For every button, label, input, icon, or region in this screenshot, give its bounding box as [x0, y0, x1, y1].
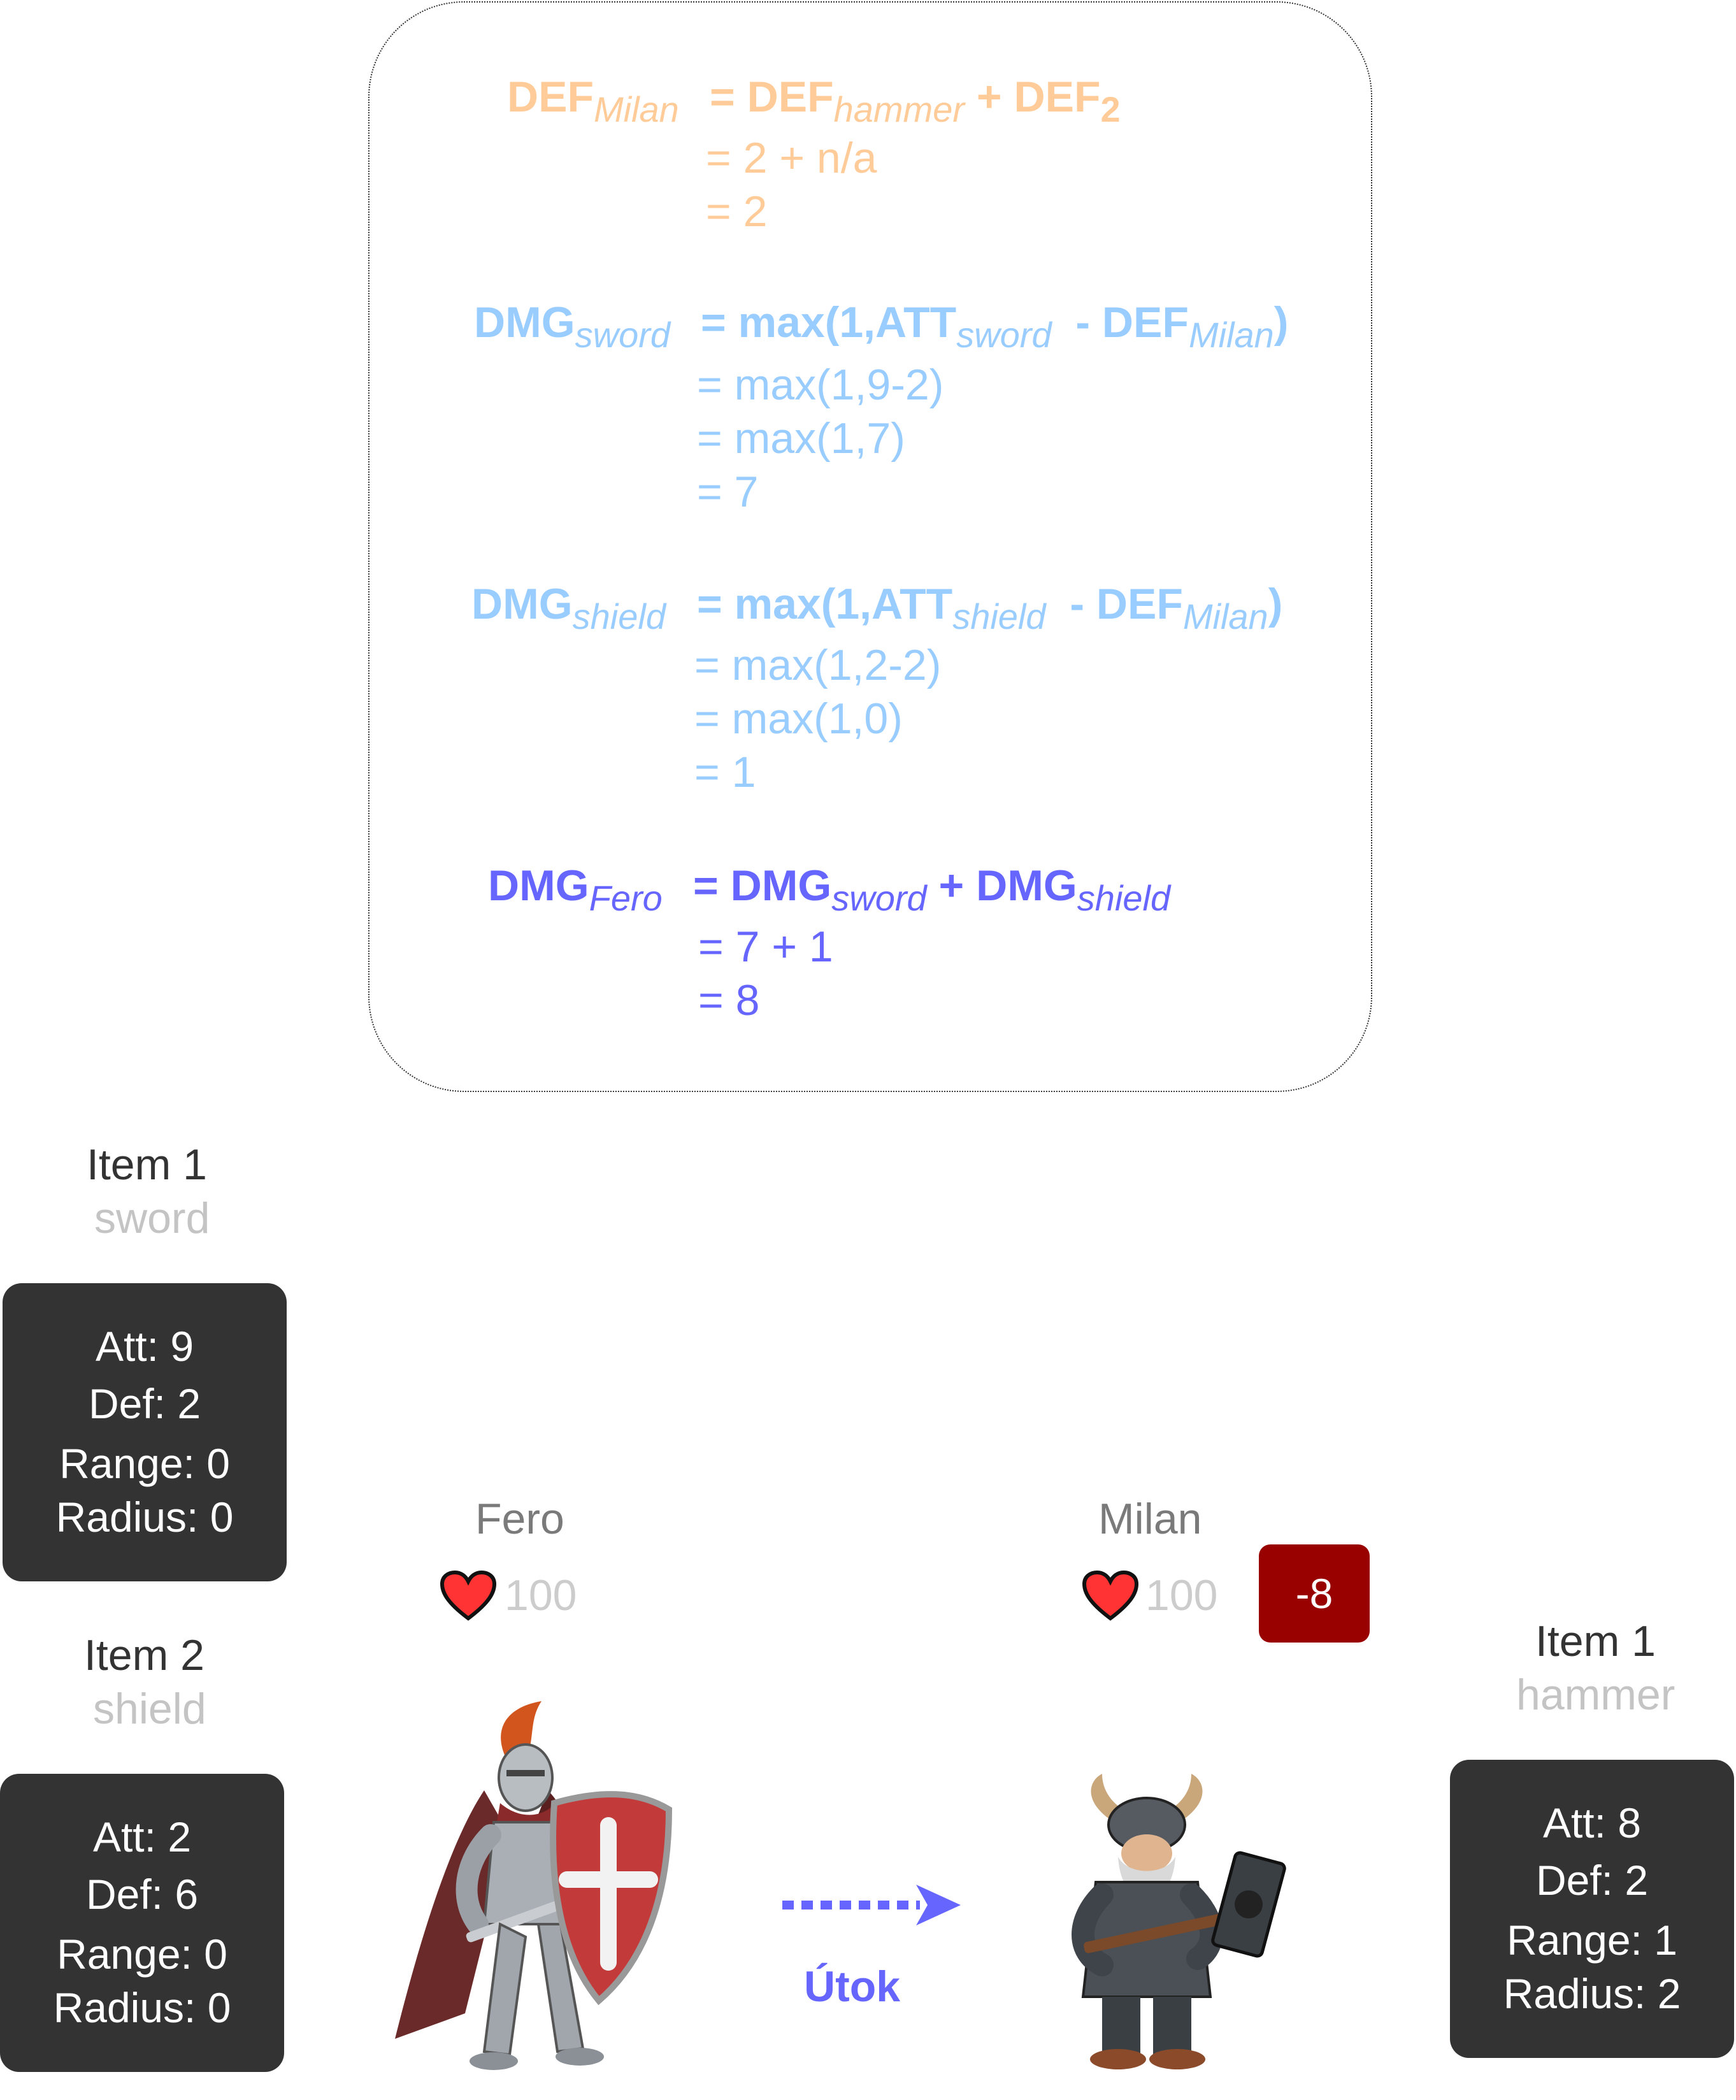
dmg-sword-step-1: = max(1,9-2) — [697, 361, 944, 409]
heart-icon — [1082, 1570, 1139, 1621]
milan-item-1-card: Att: 8 Def: 2 Range: 1 Radius: 2 — [1450, 1760, 1734, 2058]
fero-item-1-title: Item 1 — [87, 1140, 207, 1189]
dmg-fero-step-1: = 7 + 1 — [698, 923, 833, 971]
def-milan-rhs: = DEFhammer + DEF2 — [710, 73, 1121, 129]
dotted-arrow-icon — [782, 1885, 961, 1925]
def-milan-step-2: = 2 — [706, 187, 768, 236]
fero-item-1-radius: Radius: 0 — [55, 1493, 234, 1541]
knight-figure — [395, 1701, 673, 2070]
fero-item-1-name: sword — [94, 1194, 210, 1242]
milan-item-1-radius: Radius: 2 — [1503, 1970, 1681, 2017]
dmg-sword-step-3: = 7 — [697, 468, 759, 516]
fero-item-2-title: Item 2 — [84, 1631, 204, 1679]
attack-label: Útok — [804, 1962, 901, 2011]
fero-item-2-radius: Radius: 0 — [53, 1984, 231, 2031]
def-milan-step-1: = 2 + n/a — [706, 134, 877, 182]
dmg-sword-lhs: DMGsword — [474, 298, 671, 355]
dmg-shield-step-1: = max(1,2-2) — [694, 641, 942, 689]
dmg-shield-step-3: = 1 — [694, 748, 756, 796]
damage-badge: -8 — [1259, 1544, 1370, 1643]
dmg-fero-step-2: = 8 — [698, 976, 760, 1025]
dwarf-figure — [1072, 1774, 1286, 2069]
fero-name: Fero — [475, 1495, 564, 1543]
dmg-shield-lhs: DMGshield — [471, 580, 666, 636]
formula-box — [368, 1, 1372, 1092]
dmg-sword-rhs: = max(1,ATTsword - DEFMilan) — [701, 298, 1289, 355]
fero-item-2-name: shield — [93, 1685, 206, 1733]
fero-item-1-att: Att: 9 — [95, 1323, 194, 1370]
fero-hp: 100 — [505, 1571, 577, 1620]
def-milan-lhs: DEFMilan — [507, 73, 679, 129]
milan-item-1-range: Range: 1 — [1507, 1917, 1677, 1964]
milan-item-1-def: Def: 2 — [1535, 1857, 1649, 1904]
dmg-sword-step-2: = max(1,7) — [697, 414, 905, 463]
fero-item-2-range: Range: 0 — [57, 1931, 227, 1978]
milan-hp: 100 — [1145, 1571, 1218, 1620]
dmg-fero-rhs: = DMGsword + DMGshield — [693, 861, 1171, 918]
heart-icon — [440, 1570, 497, 1621]
fero-item-1-range: Range: 0 — [59, 1440, 230, 1487]
milan-item-1-name: hammer — [1516, 1671, 1675, 1719]
fero-item-2-def: Def: 6 — [85, 1871, 199, 1918]
dmg-shield-rhs: = max(1,ATTshield - DEFMilan) — [697, 580, 1283, 636]
fero-item-2-att: Att: 2 — [92, 1813, 192, 1860]
fero-item-2-card: Att: 2 Def: 6 Range: 0 Radius: 0 — [0, 1774, 284, 2072]
dmg-shield-step-2: = max(1,0) — [694, 694, 903, 743]
dmg-fero-lhs: DMGFero — [488, 861, 663, 918]
milan-name: Milan — [1098, 1495, 1202, 1543]
fero-item-1-def: Def: 2 — [88, 1380, 201, 1427]
milan-item-1-att: Att: 8 — [1542, 1799, 1642, 1846]
milan-item-1-title: Item 1 — [1535, 1617, 1656, 1665]
fero-item-1-card: Att: 9 Def: 2 Range: 0 Radius: 0 — [3, 1283, 287, 1581]
